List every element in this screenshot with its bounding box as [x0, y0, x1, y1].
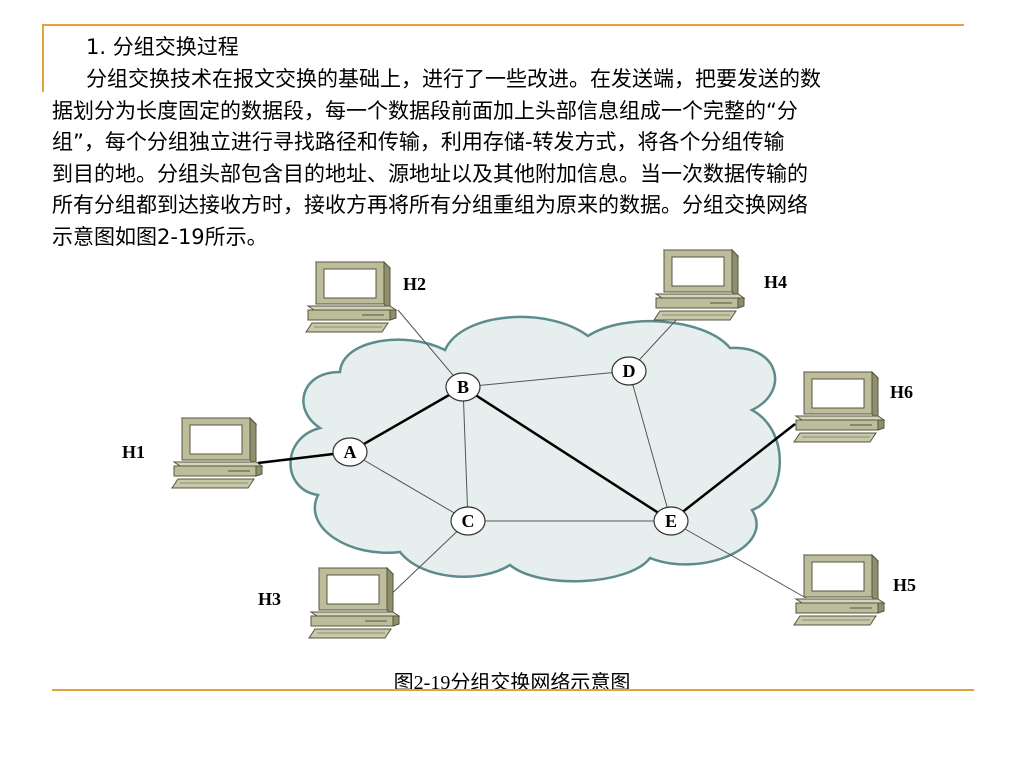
node-label: A	[344, 442, 357, 462]
figure-caption: 图2-19分组交换网络示意图	[393, 672, 631, 694]
bottom-rule	[52, 689, 974, 691]
link-A-C	[349, 451, 469, 522]
link-H2-B	[397, 309, 464, 388]
paragraph-line: 所有分组都到达接收方时，接收方再将所有分组重组为原来的数据。分组交换网络	[52, 193, 808, 217]
host-label-h4: H4	[764, 272, 787, 292]
computer-icon	[793, 554, 885, 626]
link-H3-C	[384, 520, 469, 601]
computer-icon	[793, 371, 885, 443]
node-label: E	[665, 511, 677, 531]
host-label-h3: H3	[258, 589, 281, 609]
link-A-B	[349, 385, 464, 454]
host-label-h5: H5	[893, 575, 916, 595]
computer-icon	[305, 261, 397, 333]
paragraph-line: 组”，每个分组独立进行寻找路径和传输，利用存储-转发方式，将各个分组传输	[52, 130, 785, 154]
paragraph-line: 据划分为长度固定的数据段，每一个数据段前面加上头部信息组成一个完整的“分	[52, 98, 798, 123]
node-E: E	[653, 506, 689, 536]
link-B-D	[462, 370, 630, 388]
body-paragraph: 分组交换技术在报文交换的基础上，进行了一些改进。在发送端，把要发送的数 据划分为…	[52, 64, 982, 253]
computer-icon	[653, 249, 745, 321]
node-C: C	[450, 506, 486, 536]
link-H5-E	[670, 520, 807, 599]
node-label: C	[462, 511, 475, 531]
computer-icon	[171, 417, 263, 489]
top-rule	[42, 24, 964, 26]
link-E-H6	[670, 423, 796, 522]
host-label-h2: H2	[403, 274, 426, 294]
packet-switching-diagram: A B C D E H1 H2 H3 H4 H5 H6	[122, 249, 916, 639]
left-rule	[42, 24, 44, 92]
link-D-E	[628, 370, 672, 522]
paragraph-line: 分组交换技术在报文交换的基础上，进行了一些改进。在发送端，把要发送的数	[86, 67, 821, 91]
section-heading: 1. 分组交换过程	[86, 35, 239, 59]
host-label-h6: H6	[890, 382, 913, 402]
link-B-C	[462, 386, 469, 522]
node-label: D	[623, 361, 636, 381]
paragraph-line: 到目的地。分组头部包含目的地址、源地址以及其他附加信息。当一次数据传输的	[52, 161, 808, 186]
node-label: B	[457, 377, 469, 397]
link-B-E	[462, 385, 672, 523]
node-B: B	[445, 372, 481, 402]
paragraph-line: 示意图如图2-19所示。	[52, 224, 268, 249]
node-D: D	[611, 356, 647, 386]
computer-icon	[308, 567, 400, 639]
node-A: A	[332, 437, 368, 467]
host-label-h1: H1	[122, 442, 145, 462]
